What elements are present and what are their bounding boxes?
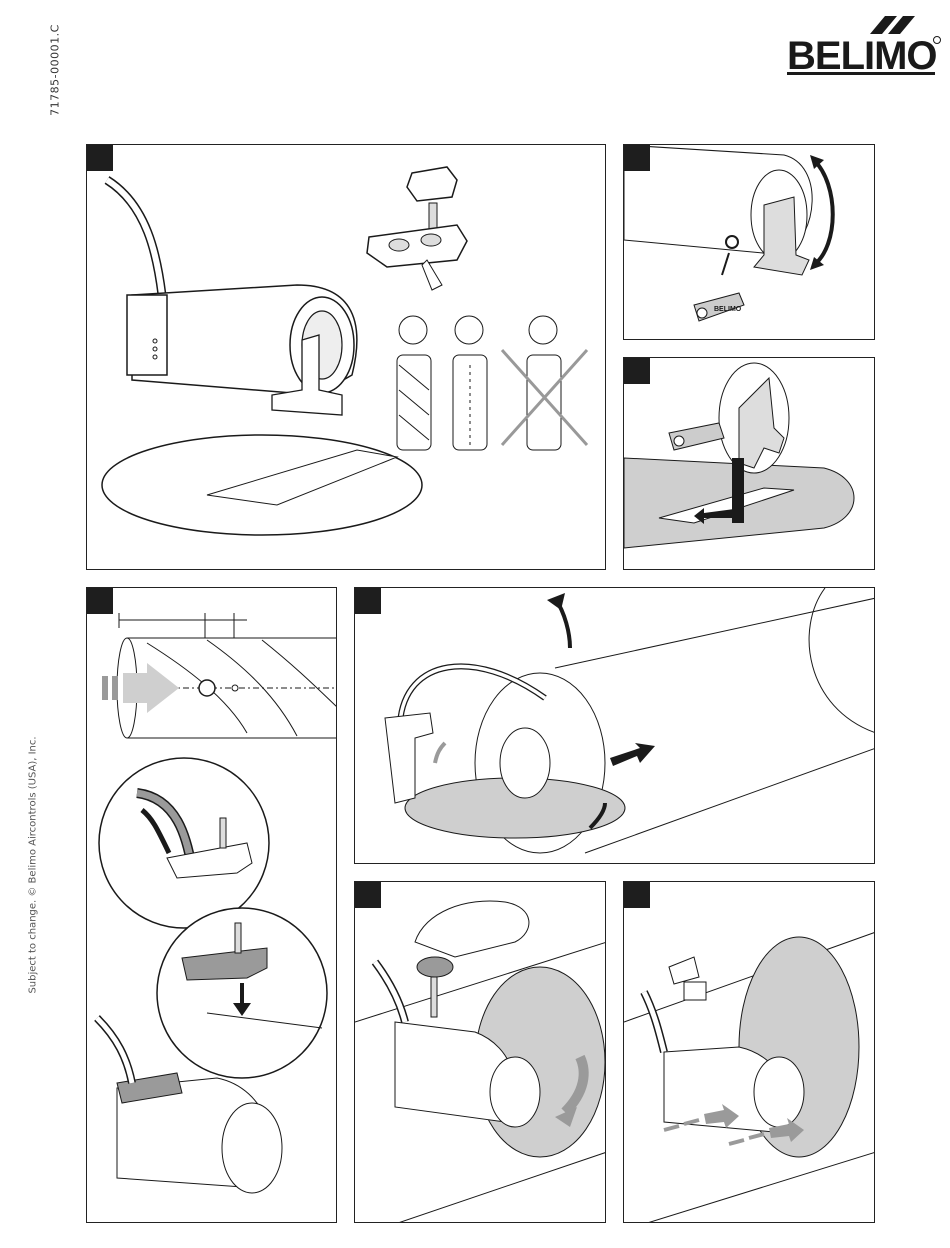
step-marker: [355, 588, 381, 614]
tighten-knob-illustration: [355, 882, 606, 1223]
step-panel-7: [623, 881, 875, 1223]
step-panel-2: BELIMO: [623, 144, 875, 340]
step-panel-3: [623, 357, 875, 570]
mounting-overview-illustration: [87, 145, 606, 570]
step-marker: [624, 358, 650, 384]
document-code: 71785-00001.C: [40, 20, 70, 120]
baseplate-insert-illustration: [624, 358, 875, 570]
tag-brand-text: BELIMO: [714, 306, 742, 313]
position-indicator-rotate-illustration: BELIMO: [624, 145, 875, 340]
step-marker: [87, 588, 113, 614]
step-panel-4: [86, 587, 337, 1223]
insert-damper-illustration: [355, 588, 875, 864]
duct-drilling-illustration: [87, 588, 337, 1223]
step-marker: [624, 882, 650, 908]
copyright-note-text: Subject to change. © Belimo Aircontrols …: [28, 736, 39, 993]
logo-text: BELIMO: [787, 36, 937, 76]
step-panel-6: [354, 881, 606, 1223]
step-marker: [87, 145, 113, 171]
step-panel-5: [354, 587, 875, 864]
belimo-logo: BELIMO: [785, 14, 945, 76]
step-marker: [355, 882, 381, 908]
airflow-direction-illustration: [624, 882, 875, 1223]
step-panel-1: [86, 144, 606, 570]
step-marker: [624, 145, 650, 171]
document-code-text: 71785-00001.C: [49, 24, 62, 116]
copyright-note: Subject to change. © Belimo Aircontrols …: [18, 740, 48, 990]
